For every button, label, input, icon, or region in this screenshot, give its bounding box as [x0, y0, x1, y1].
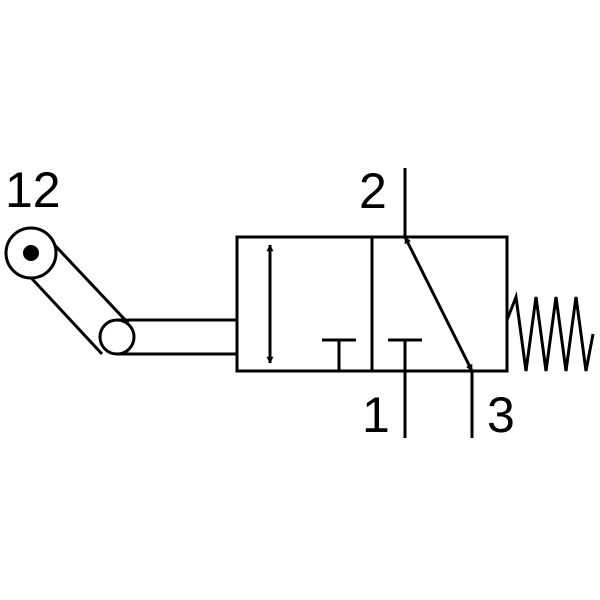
valve-left-box	[235, 235, 374, 373]
port-label-1: 1	[362, 387, 390, 443]
right-flow-arrow	[403, 236, 474, 372]
left-box-symbols	[266, 244, 356, 371]
lever-arm-upper	[46, 236, 130, 325]
spring	[505, 291, 595, 372]
lever-arm-lower	[20, 266, 104, 356]
roller-center-dot	[23, 245, 39, 261]
port-label-12: 12	[5, 162, 61, 218]
roller-lever-actuator	[4, 226, 237, 356]
port-label-2: 2	[359, 163, 387, 219]
valve-body	[235, 235, 509, 373]
pivot-circle	[98, 318, 136, 356]
right-box-symbols	[388, 236, 474, 372]
port-label-3: 3	[487, 387, 515, 443]
